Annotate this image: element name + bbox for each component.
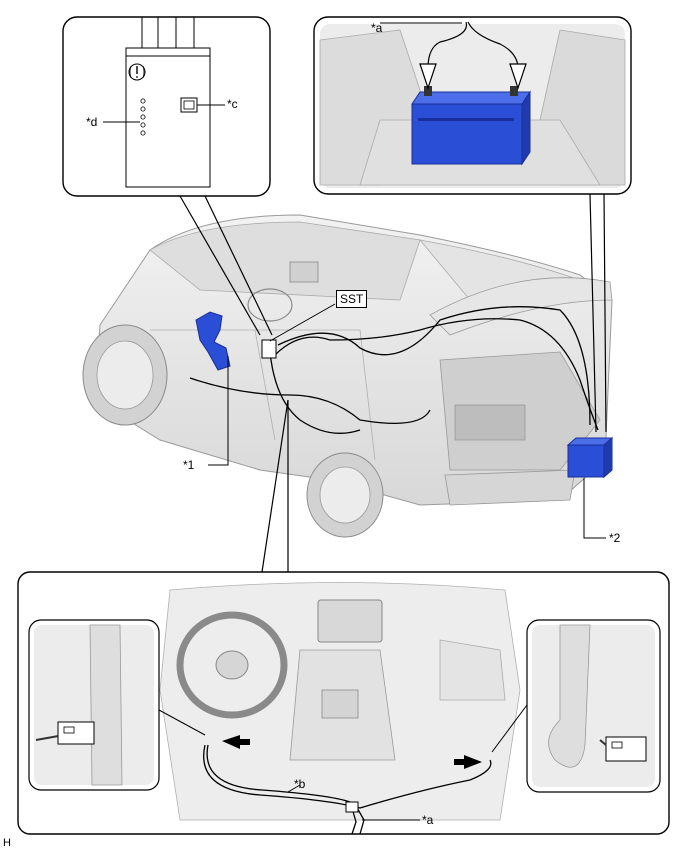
label-sst: SST (336, 290, 368, 308)
pointer-inset-right (491, 704, 528, 753)
pointer-sst-1 (179, 195, 261, 336)
cable-joint (345, 801, 359, 813)
label-a-top: *a (371, 21, 383, 35)
pointer-battery-2 (603, 193, 607, 433)
arrow-right-icon (454, 755, 482, 769)
pointer-bottom-1 (261, 399, 289, 573)
battery-2 (566, 436, 614, 479)
pointer-inset-left (158, 709, 206, 736)
leader-b (287, 784, 301, 793)
dashboard-illustration (159, 582, 521, 821)
label-a-bottom: *a (422, 813, 434, 827)
label-1: *1 (183, 458, 195, 472)
battery-detail (411, 86, 531, 166)
button-square (180, 97, 198, 113)
led-indicators (140, 98, 146, 136)
figure-code: H (3, 837, 11, 849)
leader-2 (583, 478, 606, 539)
inset-right-illustration (532, 624, 655, 787)
sst-device (261, 339, 277, 359)
inset-left-illustration (34, 624, 154, 786)
jumper-clips (419, 21, 527, 90)
vehicle-cables (189, 306, 599, 434)
label-c: *c (227, 97, 238, 111)
arrow-left-icon (222, 735, 250, 749)
label-b: *b (294, 777, 306, 791)
pointer-sst-2 (204, 195, 273, 336)
label-d: *d (86, 115, 98, 129)
leader-sst (269, 303, 336, 342)
leader-1 (208, 356, 229, 466)
label-2: *2 (609, 531, 621, 545)
dlc-connector-part (195, 311, 231, 371)
pointer-battery-1 (589, 193, 597, 433)
warning-icon (128, 63, 146, 81)
vehicle-illustration (82, 214, 613, 538)
sst-device-detail (125, 17, 211, 188)
